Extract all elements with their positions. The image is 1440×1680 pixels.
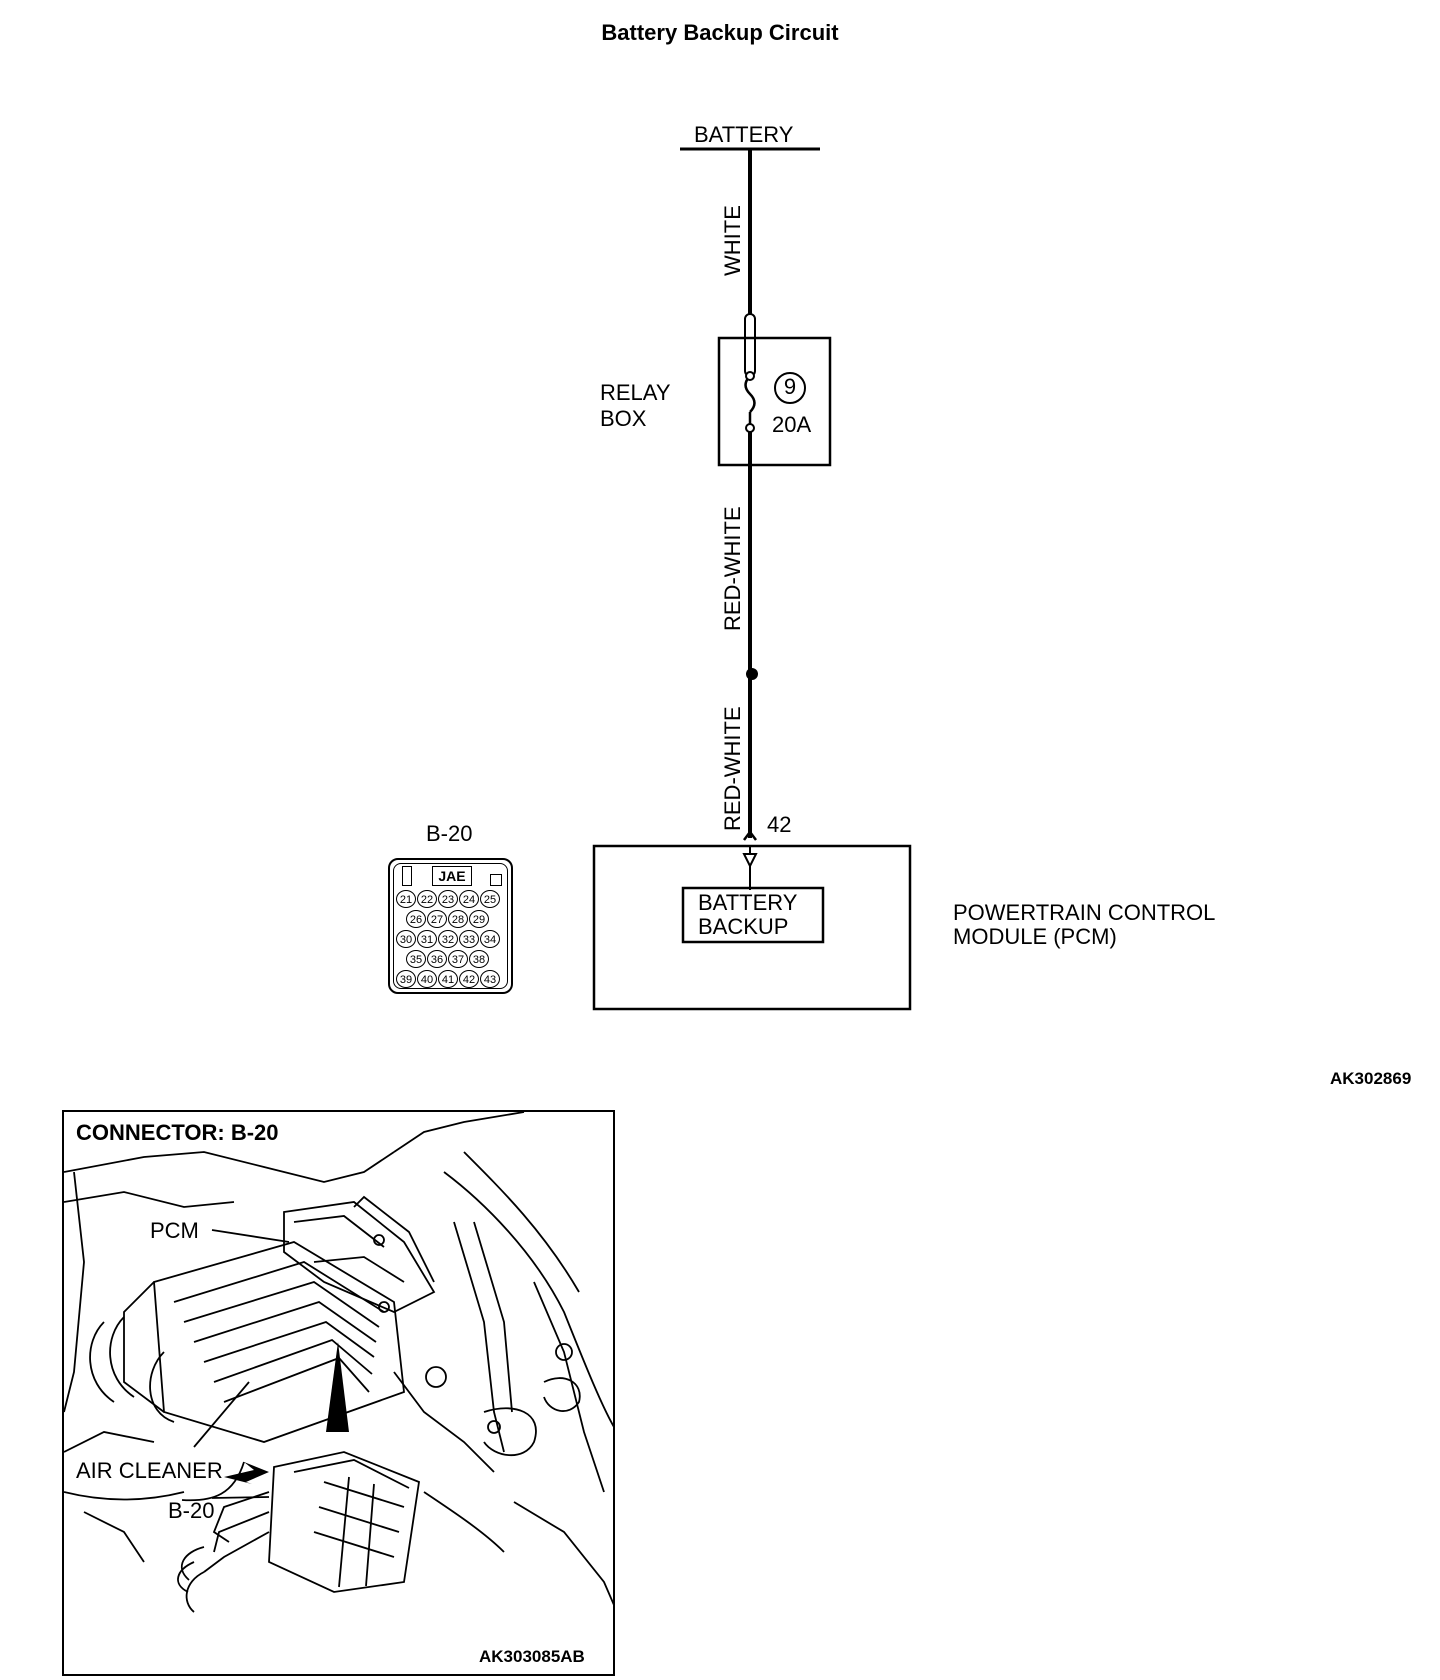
pin-37: 37 [448,950,468,968]
air-cleaner-callout: AIR CLEANER [76,1458,223,1483]
pin-32: 32 [438,930,458,948]
schematic-figure-code: AK302869 [1330,1069,1412,1088]
pcm-label-2: MODULE (PCM) [953,924,1117,949]
pin-33: 33 [459,930,479,948]
pin-41: 41 [438,970,458,988]
pin-43: 43 [480,970,500,988]
pin-40: 40 [417,970,437,988]
connector-key-left [402,866,412,886]
pin-35: 35 [406,950,426,968]
engine-bay-illustration [64,1112,613,1613]
fuse-element [744,375,756,413]
pcm-box-outline [592,844,912,1011]
pcm-callout: PCM [150,1218,199,1243]
connector-callout: B-20 [168,1498,215,1523]
battery-backup-line-2: BACKUP [698,914,789,939]
connector-face-name: B-20 [426,821,473,846]
relay-box-outline [717,336,832,467]
pin-34: 34 [480,930,500,948]
connector-location-view: CONNECTOR: B-20 PCM AIR CLEANER B-20 AK3… [62,1110,615,1676]
location-heading: CONNECTOR: B-20 [76,1120,279,1145]
relay-box-label-2: BOX [600,406,647,431]
connector-chevron [743,829,757,841]
pin-27: 27 [427,910,447,928]
fuse-terminal-top [745,371,755,381]
splice-point [746,668,758,680]
connector-face: JAE 21 22 23 24 25 26 27 28 29 30 31 32 … [388,858,513,994]
pin-31: 31 [417,930,437,948]
pin-42: 42 [459,970,479,988]
wiring-schematic [592,147,912,1011]
pin-25: 25 [480,890,500,908]
pin-38: 38 [469,950,489,968]
page-title: Battery Backup Circuit [601,20,839,45]
pin-22: 22 [417,890,437,908]
internal-arrow [742,853,758,869]
wire-color-white: WHITE [720,205,745,276]
location-figure-code: AK303085AB [479,1647,585,1666]
fuse-rating: 20A [772,412,812,437]
maker-tag: JAE [432,866,472,886]
fuse-terminal-bottom [745,423,755,433]
pin-21: 21 [396,890,416,908]
pin-26: 26 [406,910,426,928]
pcm-label-1: POWERTRAIN CONTROL [953,900,1216,925]
pin-number: 42 [767,812,792,837]
pin-29: 29 [469,910,489,928]
fuse-number-circle [774,372,806,404]
pin-39: 39 [396,970,416,988]
battery-backup-line-1: BATTERY [698,890,798,915]
pin-30: 30 [396,930,416,948]
fuse-holder [744,313,756,377]
battery-backup-box [681,886,825,944]
connector-pointer [224,1462,269,1484]
location-pointer [326,1342,349,1432]
battery-label: BATTERY [694,122,794,147]
pin-36: 36 [427,950,447,968]
wire-color-red-white-lower: RED-WHITE [720,706,745,831]
pin-28: 28 [448,910,468,928]
fuse-number: 9 [783,374,797,399]
wire-color-red-white-upper: RED-WHITE [720,506,745,631]
connector-key-right [490,874,502,886]
pin-23: 23 [438,890,458,908]
relay-box-label-1: RELAY [600,380,671,405]
pin-24: 24 [459,890,479,908]
